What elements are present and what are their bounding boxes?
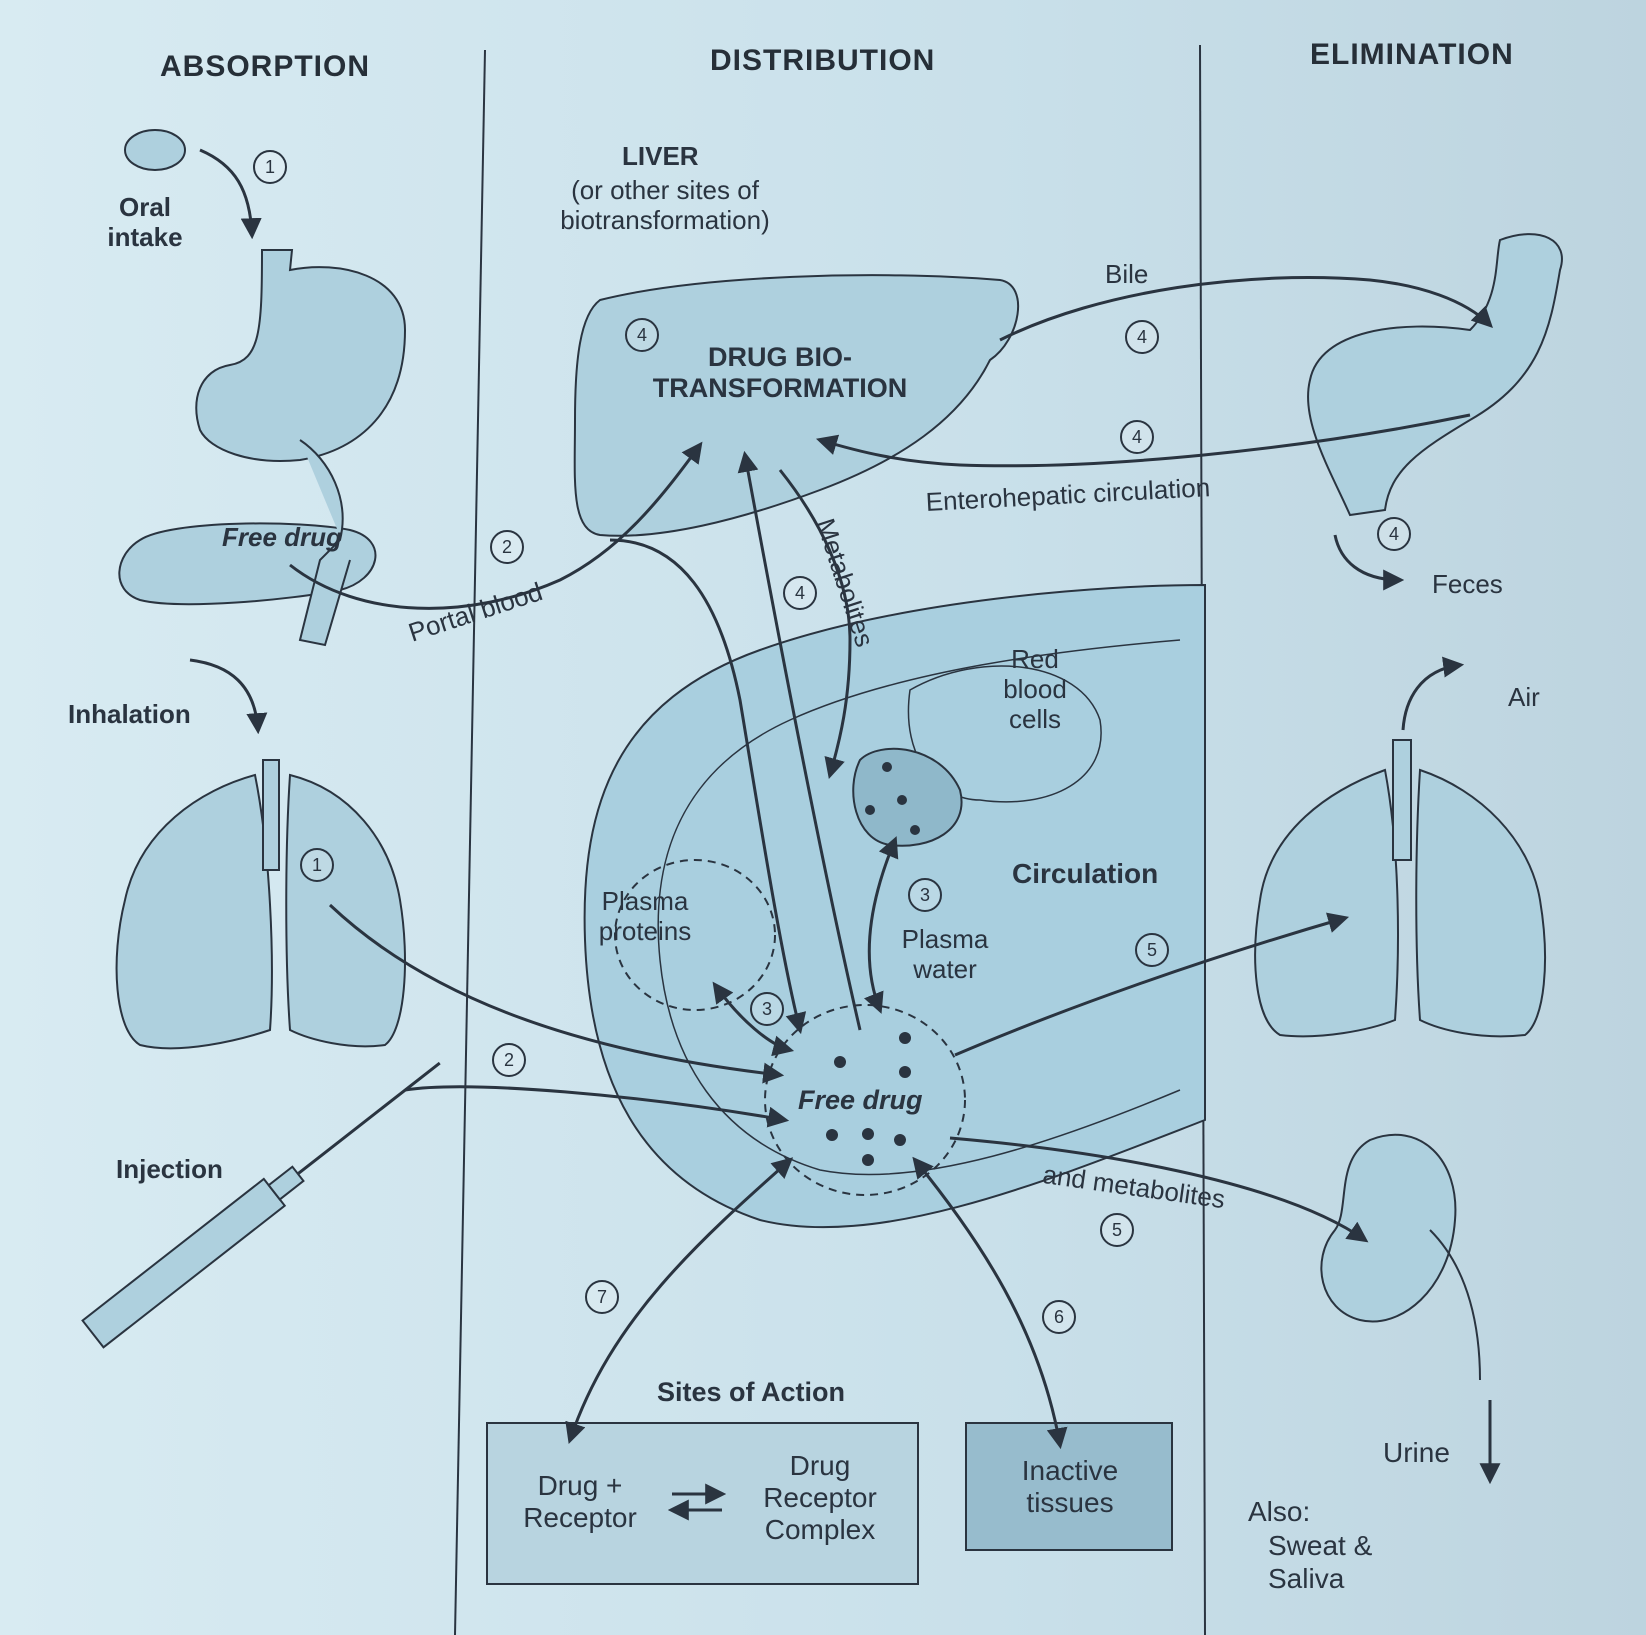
step-number-receptor: 7 (585, 1280, 619, 1314)
step-number-inactive: 6 (1042, 1300, 1076, 1334)
label-free-drug-gut: Free drug (222, 523, 342, 553)
step-number-liver: 4 (625, 318, 659, 352)
label-injection: Injection (116, 1155, 223, 1185)
label-liver: LIVER (622, 142, 699, 172)
step-number-plasma-water: 3 (908, 878, 942, 912)
step-number-plasma-proteins: 3 (750, 992, 784, 1026)
step-number-lung-elimination: 5 (1135, 933, 1169, 967)
header-absorption: ABSORPTION (160, 50, 370, 85)
step-number-bile: 4 (1125, 320, 1159, 354)
label-drug-biotransformation: DRUG BIO-TRANSFORMATION (620, 342, 940, 404)
label-inhalation: Inhalation (68, 700, 191, 730)
lungs-right-elimination (1416, 770, 1545, 1036)
arrow-air (1403, 665, 1460, 730)
step-number-inhalation: 1 (300, 848, 334, 882)
trachea-elimination (1393, 740, 1411, 860)
header-distribution: DISTRIBUTION (710, 44, 935, 79)
step-number-enterohepatic: 4 (1120, 420, 1154, 454)
step-number-portal: 2 (490, 530, 524, 564)
arrow-oral-to-stomach (200, 150, 252, 235)
label-air: Air (1508, 683, 1540, 713)
label-urine: Urine (1383, 1437, 1450, 1469)
lungs-left-elimination (1255, 770, 1398, 1036)
syringe-shape (83, 1050, 451, 1348)
label-circulation: Circulation (1012, 858, 1158, 890)
step-number-lung-to-blood: 2 (492, 1043, 526, 1077)
label-drug-plus-receptor: Drug +Receptor (505, 1470, 655, 1534)
label-also-sweat-saliva: Also: Sweat & Saliva (1248, 1495, 1372, 1596)
label-feces: Feces (1432, 570, 1503, 600)
lungs-right-absorption (286, 775, 405, 1046)
step-number-feces: 4 (1377, 517, 1411, 551)
arrow-inhalation-to-lungs (190, 660, 258, 730)
step-number-kidney: 5 (1100, 1213, 1134, 1247)
label-free-drug-circulation: Free drug (798, 1085, 923, 1116)
label-sites-of-action: Sites of Action (657, 1377, 845, 1408)
kidney-shape (1321, 1135, 1455, 1322)
divider-left (455, 50, 485, 1635)
lungs-left-absorption (117, 775, 272, 1048)
trachea-absorption (263, 760, 279, 870)
label-bile: Bile (1105, 260, 1148, 290)
step-number-oral: 1 (253, 150, 287, 184)
stomach-shape (196, 250, 405, 461)
pill-shape (125, 130, 185, 170)
header-elimination: ELIMINATION (1310, 38, 1514, 73)
colon-shape (1308, 234, 1562, 515)
step-number-metabolites: 4 (783, 576, 817, 610)
